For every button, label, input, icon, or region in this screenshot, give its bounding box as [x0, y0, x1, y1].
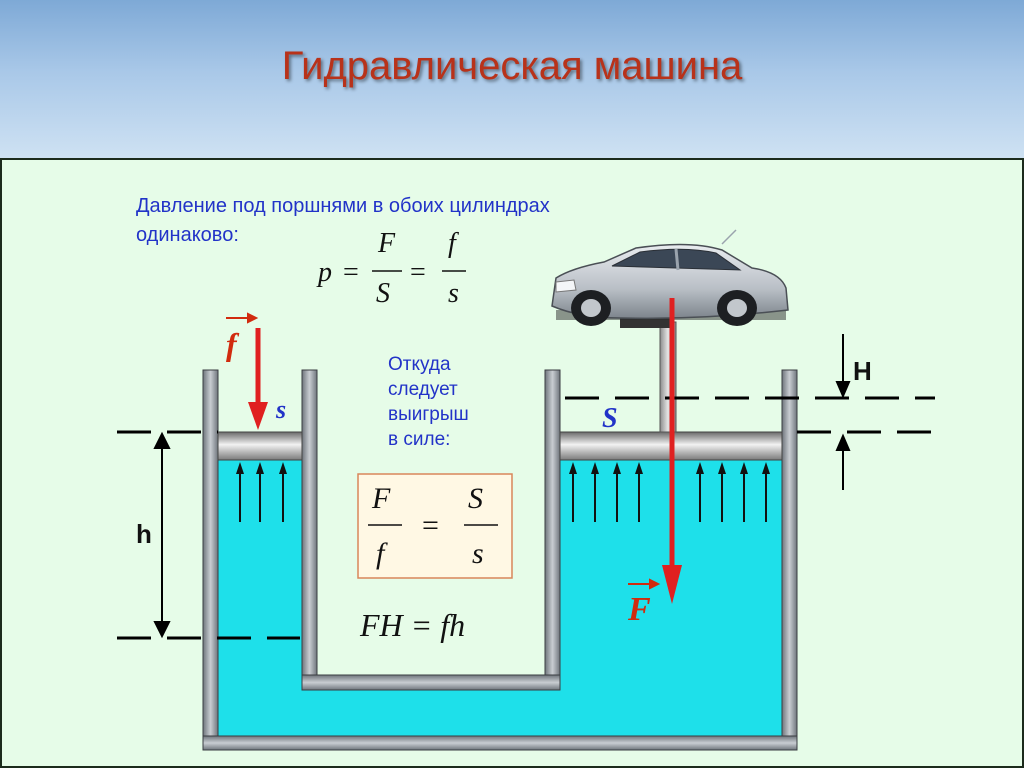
- work-formula: FH = fh: [359, 607, 465, 643]
- large-pressure-arrow: [740, 462, 748, 522]
- ratio-F: F: [371, 482, 391, 515]
- large-pressure-arrow: [718, 462, 726, 522]
- large-force-arrow: [662, 298, 682, 604]
- large-pressure-arrow: [591, 462, 599, 522]
- pressure-eq1: =: [343, 257, 359, 288]
- ratio-S: S: [468, 482, 483, 515]
- h-dimension-arrow: [153, 431, 171, 639]
- pressure-s: s: [448, 278, 459, 309]
- pressure-S: S: [376, 278, 390, 309]
- small-pressure-arrow: [236, 462, 244, 522]
- label-small-height: h: [136, 519, 152, 549]
- small-piston: [217, 431, 303, 461]
- intro-text: Давление под поршнями в обоих цилиндрах …: [136, 192, 550, 250]
- large-pressure-arrow: [762, 462, 770, 522]
- question-line-4: в силе:: [388, 429, 451, 450]
- large-pressure-arrow: [696, 462, 704, 522]
- small-pressure-arrow: [279, 462, 287, 522]
- label-large-height: H: [853, 356, 872, 386]
- level-lines: [117, 396, 935, 640]
- pressure-formula: p = F S = f s: [316, 228, 466, 309]
- vector-mark-f: [226, 312, 259, 324]
- label-large-force: F: [627, 591, 651, 628]
- question-text: Откуда следует выигрыш в силе:: [388, 352, 469, 452]
- large-pressure-arrow: [613, 462, 621, 522]
- large-pressure-arrow: [569, 462, 577, 522]
- H-dimension-arrow: [835, 334, 851, 490]
- header-background: [0, 0, 1024, 160]
- slide-title: Гидравлическая машина: [281, 44, 743, 88]
- label-large-area: S: [602, 403, 618, 434]
- vector-mark-F: [628, 578, 661, 590]
- intro-line-1: Давление под поршнями в обоих цилиндрах: [136, 195, 550, 217]
- question-line-2: следует: [388, 379, 458, 400]
- intro-line-2: одинаково:: [136, 224, 239, 246]
- ratio-s: s: [472, 537, 484, 570]
- large-pressure-arrow: [635, 462, 643, 522]
- question-line-1: Откуда: [388, 354, 451, 375]
- small-pressure-arrow: [256, 462, 264, 522]
- pressure-F: F: [377, 228, 396, 259]
- question-line-3: выигрыш: [388, 404, 469, 425]
- diagram-panel: [0, 158, 1024, 768]
- small-force-arrow: [248, 328, 268, 430]
- pressure-f: f: [448, 228, 459, 259]
- pressure-p: p: [316, 257, 332, 288]
- label-small-area: s: [275, 395, 286, 424]
- vessel-walls: [202, 369, 798, 751]
- ratio-formula-box: [357, 473, 513, 579]
- pressure-eq2: =: [410, 257, 426, 288]
- ratio-eq: =: [422, 509, 439, 542]
- label-small-force: f: [226, 326, 240, 362]
